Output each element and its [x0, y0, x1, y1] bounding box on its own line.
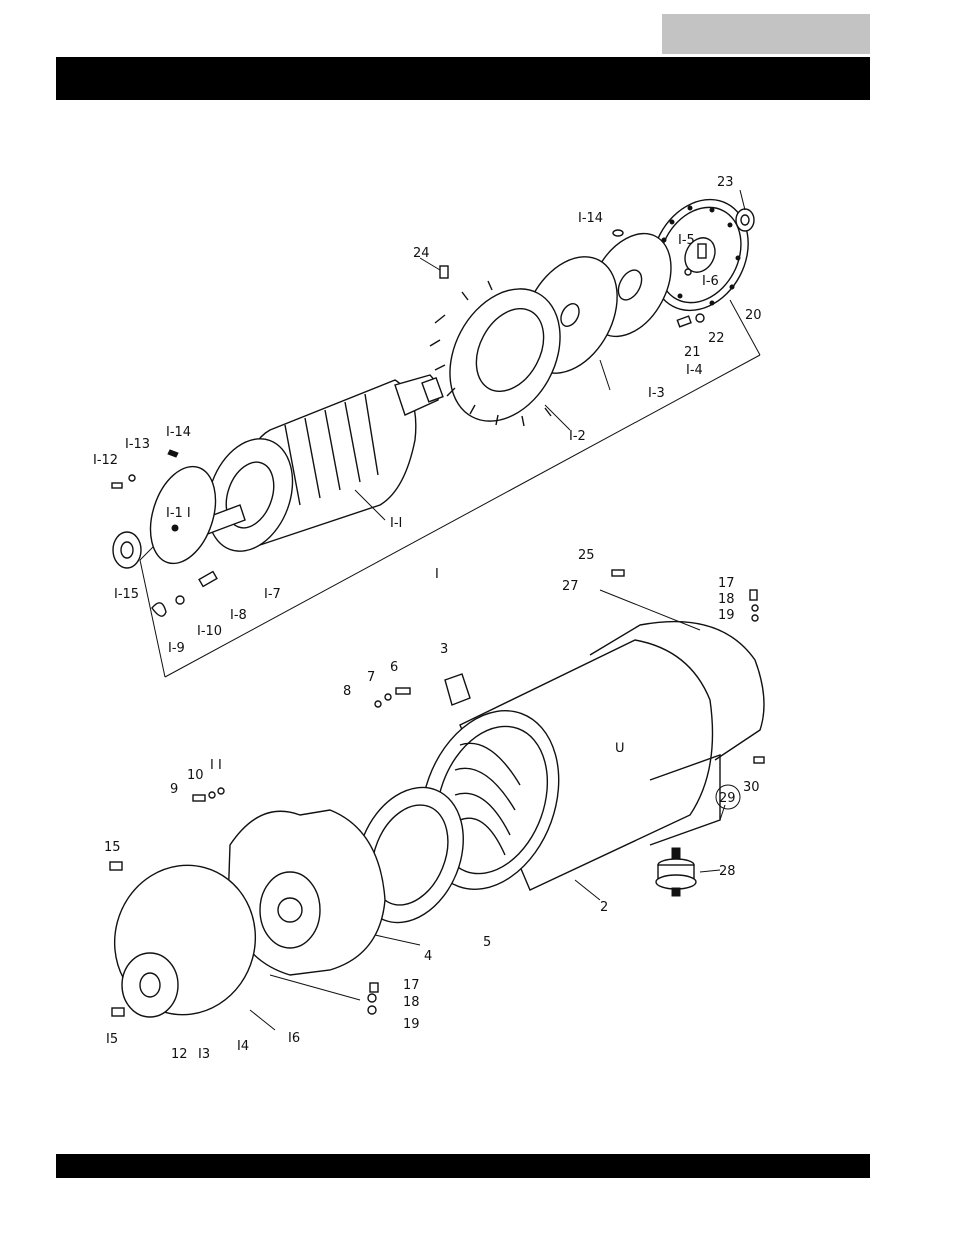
label-11: I I	[210, 758, 222, 773]
label-3: 3	[440, 642, 448, 657]
label-12: 12	[171, 1047, 188, 1062]
label-22: 22	[708, 331, 725, 346]
label-24: 24	[413, 246, 430, 261]
label-16: I6	[288, 1031, 300, 1046]
label-14: I4	[237, 1039, 249, 1054]
label-17a: 17	[718, 576, 735, 591]
label-1-3: I-3	[648, 386, 665, 401]
label-5: 5	[483, 935, 491, 950]
label-1-12: I-12	[93, 453, 118, 468]
end-bracket-4	[227, 809, 386, 976]
label-18b: 18	[403, 995, 420, 1010]
label-1-6: I-6	[702, 274, 719, 289]
end-cover-14	[113, 864, 257, 1018]
terminal-cap-3	[444, 673, 471, 706]
label-1-2: I-2	[569, 429, 586, 444]
rectifier-plate-1-7	[149, 465, 217, 565]
label-23: 23	[717, 175, 734, 190]
label-1-13: I-13	[125, 437, 150, 452]
bearing-23	[735, 208, 755, 232]
label-1-7: I-7	[264, 587, 281, 602]
label-27: 27	[562, 579, 579, 594]
label-1-9: I-9	[168, 641, 185, 656]
label-9: 9	[170, 782, 178, 797]
label-1-5: I-5	[678, 233, 695, 248]
page-footer-bar	[56, 1154, 870, 1178]
label-1-8: I-8	[230, 608, 247, 623]
label-20: 20	[745, 308, 762, 323]
label-1-15: I-15	[114, 587, 139, 602]
label-19b: 19	[403, 1017, 420, 1032]
label-18a: 18	[718, 592, 735, 607]
small-hardware-stator	[109, 569, 765, 1017]
label-7: 7	[367, 670, 375, 685]
label-1-1: I-I	[390, 516, 402, 531]
label-1-4: I-4	[686, 363, 703, 378]
label-10: 10	[187, 768, 204, 783]
label-19a: 19	[718, 608, 735, 623]
label-8: 8	[343, 684, 351, 699]
label-15b: I5	[106, 1032, 118, 1047]
label-28: 28	[719, 864, 736, 879]
label-1: I	[435, 567, 439, 582]
label-25: 25	[578, 548, 595, 563]
label-1-14b: I-14	[166, 425, 191, 440]
label-30: 30	[743, 780, 760, 795]
label-6: 6	[390, 660, 398, 675]
label-4: 4	[424, 949, 432, 964]
label-17b: 17	[403, 978, 420, 993]
label-13: I3	[198, 1047, 210, 1062]
leader-lines	[249, 189, 746, 1031]
small-hardware-rotor	[111, 229, 707, 617]
vibration-mount-28	[655, 847, 697, 897]
label-15a: 15	[104, 840, 121, 855]
label-1-14: I-14	[578, 211, 603, 226]
callout-labels: 23 I-14 I-5 I-6 24 20 22 21 I-4 I-3 I-2 …	[93, 175, 762, 1062]
section-tab	[662, 14, 870, 54]
bearing-1-15	[112, 531, 142, 569]
svg-text:ᑌ: ᑌ	[615, 741, 625, 756]
cooling-fan-1-2	[429, 280, 561, 427]
label-2: 2	[600, 900, 608, 915]
label-1-11: I-1 I	[166, 506, 191, 521]
rotor-1-1	[199, 374, 444, 552]
label-21: 21	[684, 345, 701, 360]
label-29: 29	[719, 791, 736, 806]
label-1-10: I-10	[197, 624, 222, 639]
page-title-bar	[56, 57, 870, 100]
